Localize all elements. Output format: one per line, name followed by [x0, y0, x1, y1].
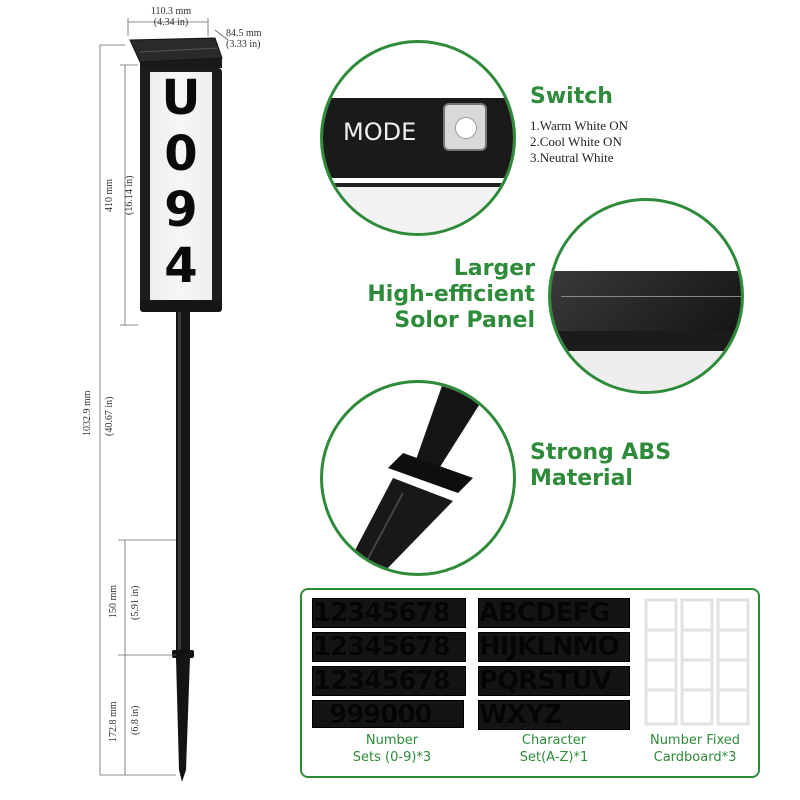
sign-height-in-label: (16.14 in) — [124, 176, 135, 215]
sign-height-in: (16.14 in) — [124, 175, 135, 215]
numbers-caption-line-2: Sets (0-9)*3 — [352, 750, 432, 765]
stake-upper-mm: 150 mm — [108, 584, 119, 618]
panel-title-line-3: Solor Panel — [394, 308, 535, 333]
sign-char-4: 4 — [164, 238, 198, 294]
sign-number-display: U 0 9 4 — [151, 68, 211, 300]
characters-caption-line-1: Character — [521, 733, 587, 748]
switch-zoom-circle: MODE — [320, 40, 516, 236]
total-height-in-label: (40.67 in) — [104, 397, 115, 436]
sign-height-mm: 410 mm — [104, 178, 115, 212]
width-dimension-label: 110.3 mm (4.34 in) — [136, 6, 206, 28]
mode-button-knob — [455, 117, 477, 139]
letter-strip-2: HIJKLNMO — [478, 632, 630, 662]
mode-item-1: 1.Warm White ON — [530, 118, 628, 133]
number-strip-2: 12345678 — [312, 632, 466, 662]
number-strip-4: 999000 — [312, 700, 464, 728]
letter-strip-4: WXYZ — [478, 700, 630, 730]
mode-item-3: 3.Neutral White — [530, 150, 614, 165]
cardboard-caption: Number Fixed Cardboard*3 — [632, 732, 758, 766]
depth-dimension-label: 84.5 mm (3.33 in) — [226, 28, 262, 50]
accessories-panel: 12345678 12345678 12345678 999000 ABCDEF… — [300, 588, 760, 778]
stake-spike — [176, 658, 190, 782]
stake-lower-mm: 172.8 mm — [108, 701, 119, 742]
total-height-mm: 1032.9 mm — [82, 390, 93, 436]
width-mm: 110.3 mm — [150, 6, 192, 17]
panel-title-line-2: High-efficient — [367, 282, 535, 307]
width-in: (4.34 in) — [153, 17, 189, 28]
solar-sign-stake — [99, 18, 229, 782]
switch-modes-list: 1.Warm White ON 2.Cool White ON 3.Neutra… — [530, 118, 628, 166]
material-title-line-1: Strong ABS — [530, 440, 672, 465]
cardboard-caption-line-1: Number Fixed — [649, 733, 741, 748]
cardboard-caption-line-2: Cardboard*3 — [653, 750, 737, 765]
numbers-caption-line-1: Number — [365, 733, 419, 748]
mode-item-2: 2.Cool White ON — [530, 134, 622, 149]
mode-label: MODE — [343, 118, 417, 146]
depth-mm: 84.5 mm — [226, 28, 262, 39]
panel-title-line-1: Larger — [453, 256, 535, 281]
cardboard-frames — [644, 598, 750, 726]
number-strip-3: 12345678 — [312, 666, 466, 696]
depth-in: (3.33 in) — [226, 39, 261, 50]
number-strip-1: 12345678 — [312, 598, 466, 628]
sign-char-3: 9 — [164, 182, 198, 238]
stake-upper-in: (5.91 in) — [130, 585, 141, 620]
stake-closeup — [343, 383, 493, 573]
stake-upper-label: 150 mm — [108, 585, 119, 618]
total-height-in: (40.67 in) — [104, 396, 115, 436]
letter-strip-3: PQRSTUV — [478, 666, 630, 696]
material-zoom-circle — [320, 380, 516, 576]
panel-zoom-circle — [548, 198, 744, 394]
product-illustration: U 0 9 4 110.3 mm (4.34 in) 84.5 mm (3.33… — [0, 0, 300, 800]
sign-char-1: U — [161, 70, 201, 126]
switch-title: Switch — [530, 84, 613, 109]
total-height-label: 1032.9 mm — [82, 390, 93, 436]
stake-lower-label: 172.8 mm — [108, 701, 119, 742]
sign-char-2: 0 — [164, 126, 198, 182]
letter-strip-1: ABCDEFG — [478, 598, 630, 628]
characters-caption-line-2: Set(A-Z)*1 — [519, 750, 589, 765]
stake-collar — [172, 650, 194, 658]
stake-upper-in-label: (5.91 in) — [130, 586, 141, 620]
panel-title: Larger High-efficient Solor Panel — [345, 256, 535, 334]
numbers-caption: Number Sets (0-9)*3 — [322, 732, 462, 766]
sign-height-label: 410 mm — [104, 179, 115, 212]
characters-caption: Character Set(A-Z)*1 — [484, 732, 624, 766]
material-title: Strong ABS Material — [530, 440, 671, 492]
stake-lower-in-label: (6.8 in) — [130, 706, 141, 735]
material-title-line-2: Material — [530, 466, 633, 491]
mode-button — [443, 103, 487, 151]
stake-lower-in: (6.8 in) — [130, 705, 141, 735]
